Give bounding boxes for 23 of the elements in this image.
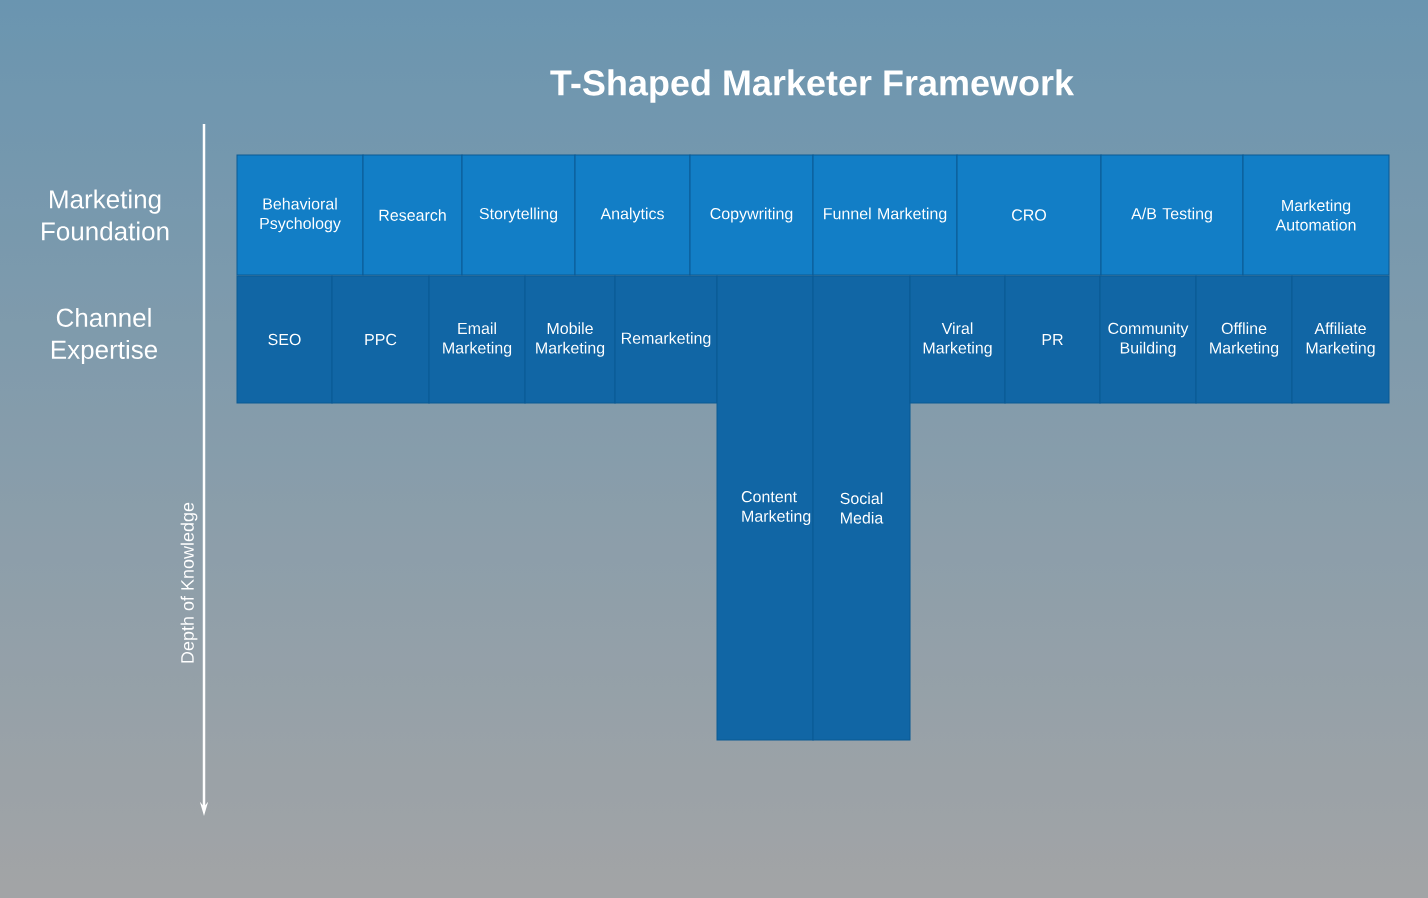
skill-box: Mobile Marketing (524, 275, 616, 404)
skill-box: Offline Marketing (1195, 275, 1293, 404)
skill-box: SEO (236, 275, 333, 404)
skill-box: Funnel Marketing (812, 154, 958, 276)
skill-box: Copywriting (689, 154, 814, 276)
skill-box: PPC (331, 275, 430, 404)
skill-box: Email Marketing (428, 275, 526, 404)
skill-box: Storytelling (461, 154, 576, 276)
skill-box: Viral Marketing (909, 275, 1006, 404)
skill-box: Research (362, 154, 463, 276)
skill-box: Behavioral Psychology (236, 154, 364, 276)
row-label: Marketing Foundation (42, 189, 169, 241)
skill-box: Affiliate Marketing (1291, 275, 1390, 404)
skill-box: CRO (956, 154, 1102, 276)
title: T-Shaped Marketer Framework (550, 69, 1075, 103)
skill-box: Analytics (574, 154, 691, 276)
skill-box: Community Building (1099, 275, 1197, 404)
skill-box: Marketing Automation (1242, 154, 1390, 276)
skill-box: PR (1004, 275, 1101, 404)
axis-label: Depth of Knowledge (180, 502, 198, 663)
skill-box: A/B Testing (1100, 154, 1244, 276)
skill-box: Remarketing (614, 275, 718, 404)
row-label: Channel Expertise (51, 307, 157, 365)
